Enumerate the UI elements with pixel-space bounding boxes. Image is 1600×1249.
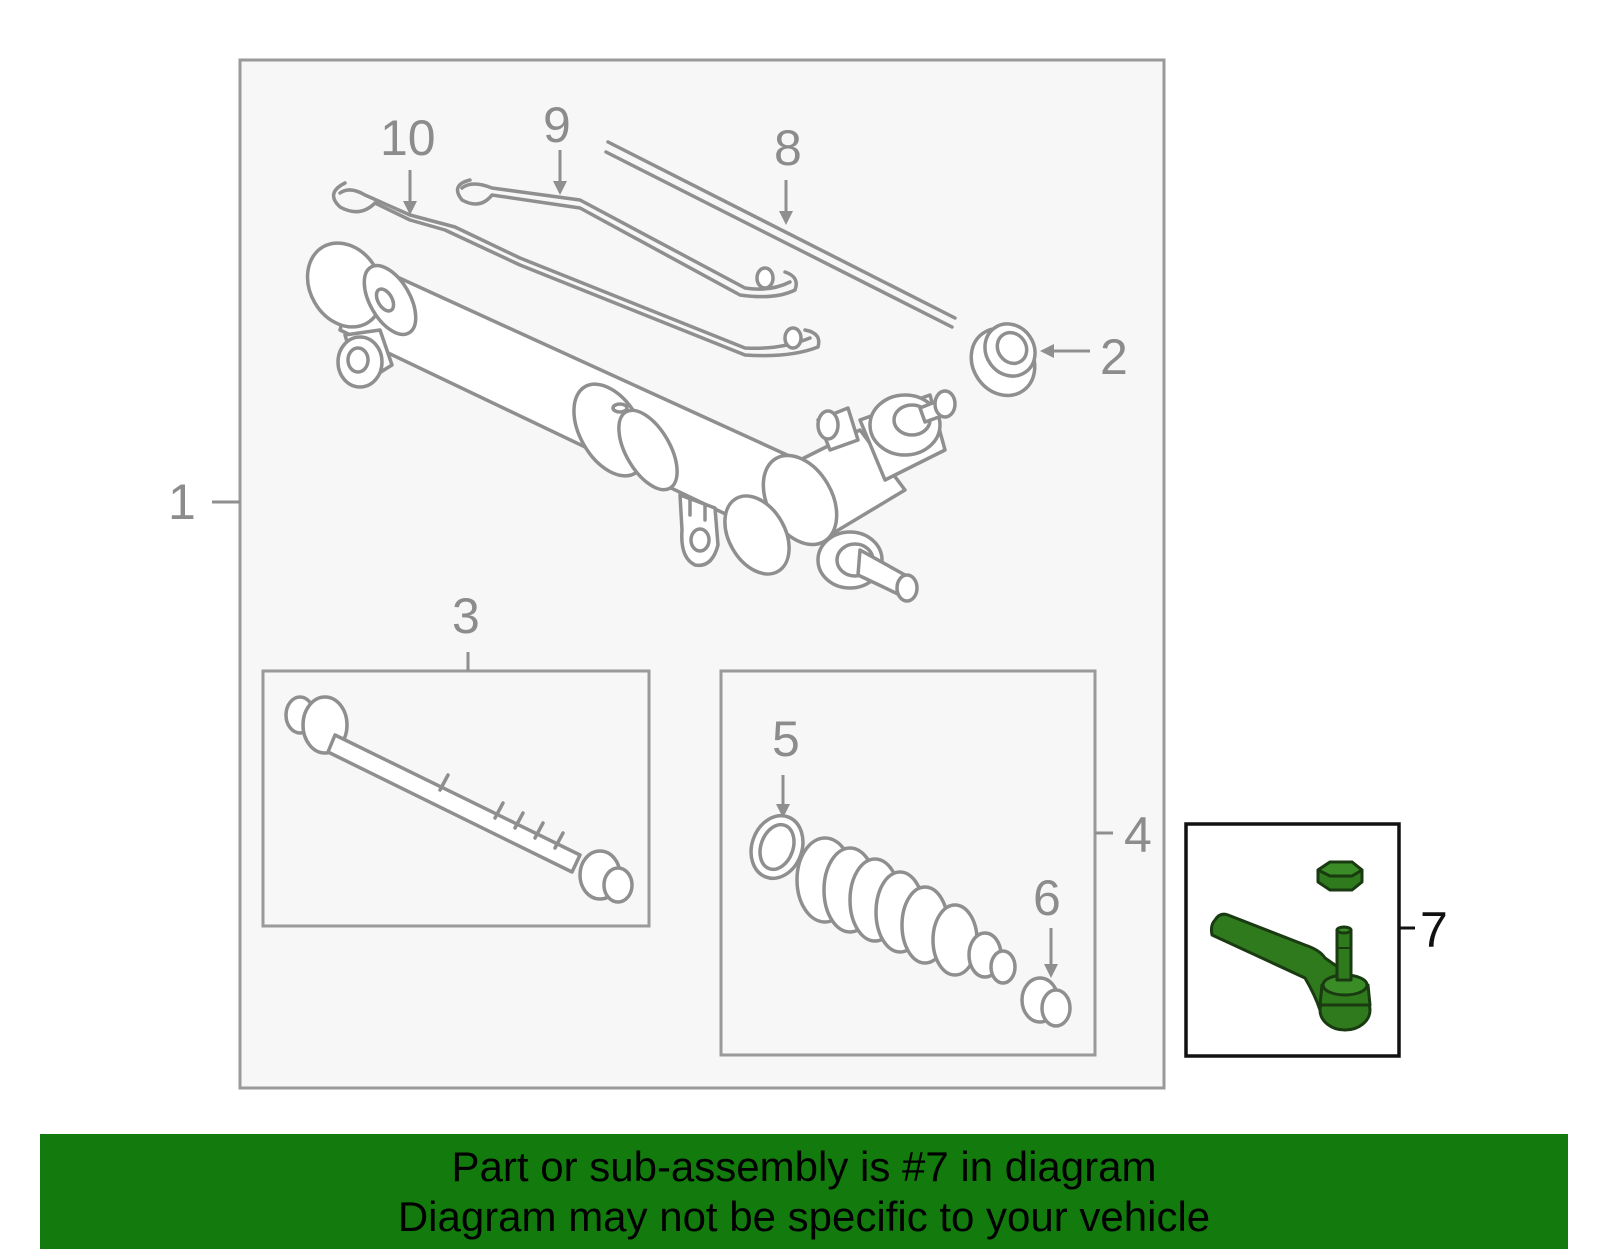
part-9-return-line[interactable]	[455, 178, 798, 299]
banner-line-1: Part or sub-assembly is #7 in diagram	[451, 1142, 1157, 1190]
info-banner: Part or sub-assembly is #7 in diagram Di…	[40, 1134, 1568, 1249]
callout-2: 2	[1100, 329, 1128, 385]
callout-8: 8	[774, 120, 802, 176]
part-8-tube[interactable]	[604, 140, 957, 329]
part-7-outer-tie-rod-end[interactable]	[1209, 860, 1372, 1032]
part-1-steering-rack[interactable]	[293, 229, 957, 603]
callout-9: 9	[543, 97, 571, 153]
callout-3: 3	[452, 588, 480, 644]
part-4-boot[interactable]	[795, 836, 1017, 985]
part-5-clamp[interactable]	[743, 808, 812, 885]
banner-line-2: Diagram may not be specific to your vehi…	[397, 1192, 1211, 1240]
part-10-pressure-line[interactable]	[331, 181, 821, 358]
part-2-bushing[interactable]	[958, 314, 1047, 408]
leader-lines	[212, 150, 1415, 978]
callout-10: 10	[380, 110, 436, 166]
callout-4: 4	[1124, 807, 1152, 863]
callout-7: 7	[1420, 902, 1448, 958]
callout-5: 5	[772, 711, 800, 767]
part-3-inner-tie-rod[interactable]	[284, 695, 634, 904]
callout-6: 6	[1033, 870, 1061, 926]
callout-1: 1	[168, 474, 196, 530]
part-6-small-clamp[interactable]	[1020, 976, 1072, 1028]
